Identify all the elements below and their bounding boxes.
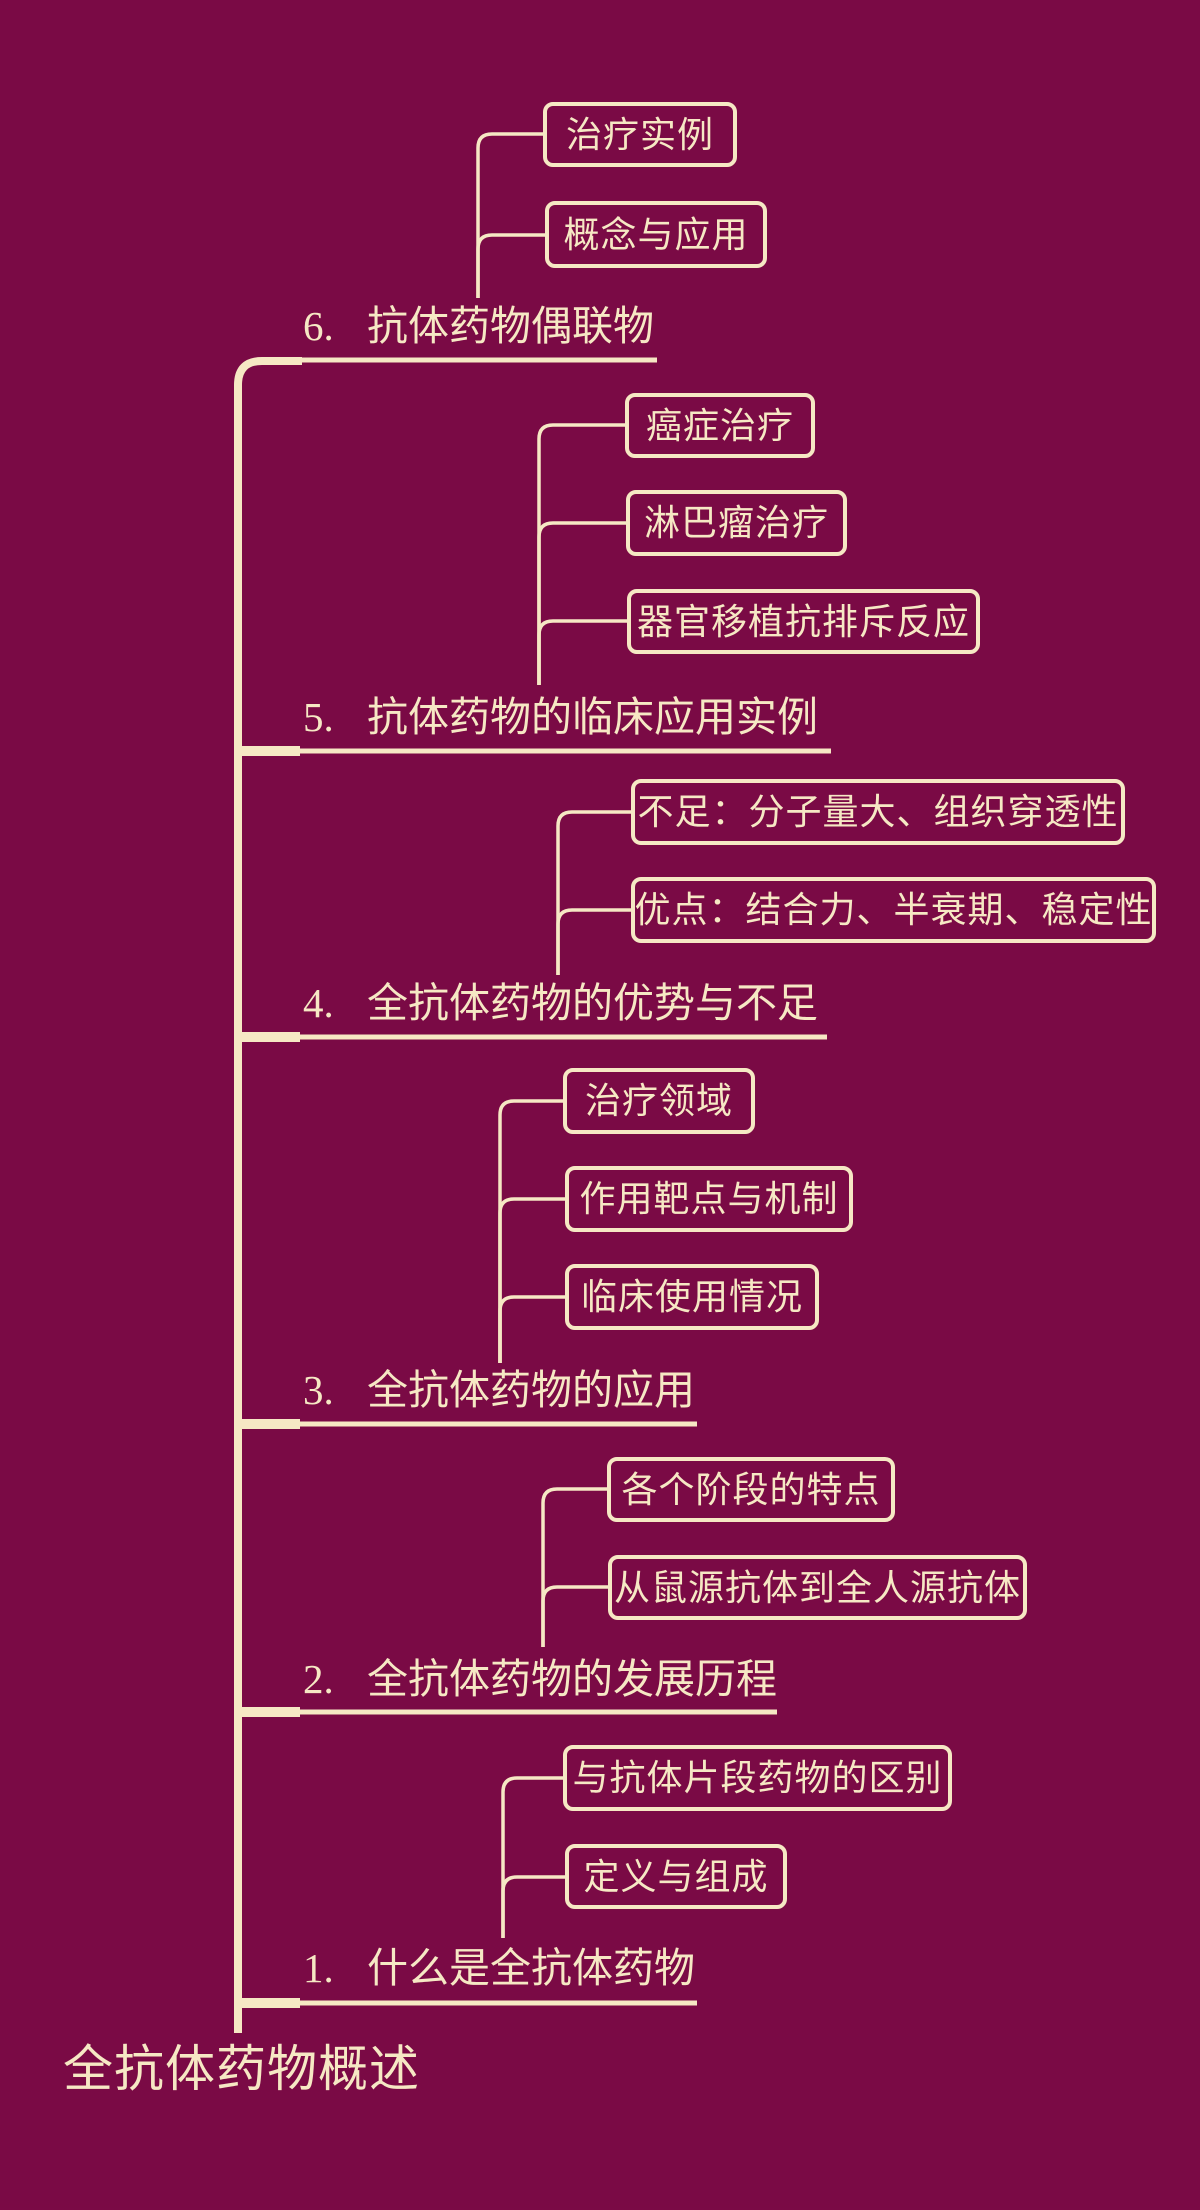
child-node-label: 治疗领域 [584,1081,733,1121]
child-node-label: 作用靶点与机制 [579,1179,839,1219]
child-node-1-1[interactable]: 与抗体片段药物的区别 [563,1745,952,1811]
child-node-3-3[interactable]: 临床使用情况 [565,1264,819,1330]
child-node-6-2[interactable]: 概念与应用 [545,201,767,268]
child-node-label: 器官移植抗排斥反应 [636,601,970,642]
topic-6[interactable]: 6. 抗体药物偶联物 [303,306,654,347]
child-node-2-2[interactable]: 从鼠源抗体到全人源抗体 [608,1555,1027,1620]
branch-1-child-2 [501,1875,565,1938]
topic-label: 全抗体药物的优势与不足 [367,980,818,1026]
branch-3-child-3 [498,1295,565,1363]
child-node-label: 癌症治疗 [645,405,794,446]
child-node-1-2[interactable]: 定义与组成 [565,1844,787,1909]
child-node-label: 与抗体片段药物的区别 [572,1758,943,1798]
child-node-5-3[interactable]: 器官移植抗排斥反应 [627,589,980,654]
topic-label: 全抗体药物的发展历程 [367,1656,777,1702]
topic-number: 1. [303,1945,334,1991]
child-node-5-2[interactable]: 淋巴瘤治疗 [626,490,847,556]
topic-4[interactable]: 4. 全抗体药物的优势与不足 [303,983,818,1024]
topic-number: 6. [303,303,334,349]
child-node-label: 各个阶段的特点 [621,1469,881,1510]
child-node-3-1[interactable]: 治疗领域 [563,1068,755,1134]
child-node-label: 临床使用情况 [580,1277,803,1317]
child-node-label: 不足：分子量大、组织穿透性 [637,792,1119,832]
child-node-4-1[interactable]: 不足：分子量大、组织穿透性 [631,779,1125,845]
topic-5[interactable]: 5. 抗体药物的临床应用实例 [303,697,818,738]
branch-3-child-1 [498,1099,563,1363]
child-node-2-1[interactable]: 各个阶段的特点 [607,1457,895,1522]
main-spine [234,357,302,2033]
topic-label: 抗体药物偶联物 [367,303,654,349]
topic-label: 抗体药物的临床应用实例 [367,694,818,740]
branch-6-child-2 [476,233,545,298]
topic-number: 4. [303,980,334,1026]
topic-number: 3. [303,1367,334,1413]
child-node-3-2[interactable]: 作用靶点与机制 [565,1166,853,1232]
branch-5-child-3 [537,619,627,685]
branch-5-child-1 [537,423,625,685]
child-node-5-1[interactable]: 癌症治疗 [625,393,815,458]
child-node-label: 优点：结合力、半衰期、稳定性 [634,890,1153,930]
child-node-4-2[interactable]: 优点：结合力、半衰期、稳定性 [631,877,1156,943]
child-node-label: 定义与组成 [583,1856,769,1897]
branch-4-child-2 [556,908,631,975]
topic-2[interactable]: 2. 全抗体药物的发展历程 [303,1659,777,1700]
root-label: 全抗体药物概述 [63,2041,420,2097]
branch-1-child-1 [501,1776,563,1938]
branch-2-child-1 [541,1487,607,1647]
root-node[interactable]: 全抗体药物概述 [63,2042,420,2097]
topic-number: 5. [303,694,334,740]
child-node-label: 淋巴瘤治疗 [643,503,829,543]
child-node-6-1[interactable]: 治疗实例 [543,102,737,167]
branch-3-child-2 [498,1197,565,1363]
topic-3[interactable]: 3. 全抗体药物的应用 [303,1370,695,1411]
branch-2-child-2 [541,1585,608,1647]
topic-1[interactable]: 1. 什么是全抗体药物 [303,1948,695,1989]
topic-number: 2. [303,1656,334,1702]
child-node-label: 从鼠源抗体到全人源抗体 [613,1567,1021,1608]
child-node-label: 概念与应用 [563,214,749,255]
topic-label: 什么是全抗体药物 [367,1945,695,1991]
branch-6-child-1 [476,132,543,298]
child-node-label: 治疗实例 [565,114,714,155]
branch-5-child-2 [537,521,626,685]
branch-4-child-1 [556,810,631,975]
topic-label: 全抗体药物的应用 [367,1367,695,1413]
